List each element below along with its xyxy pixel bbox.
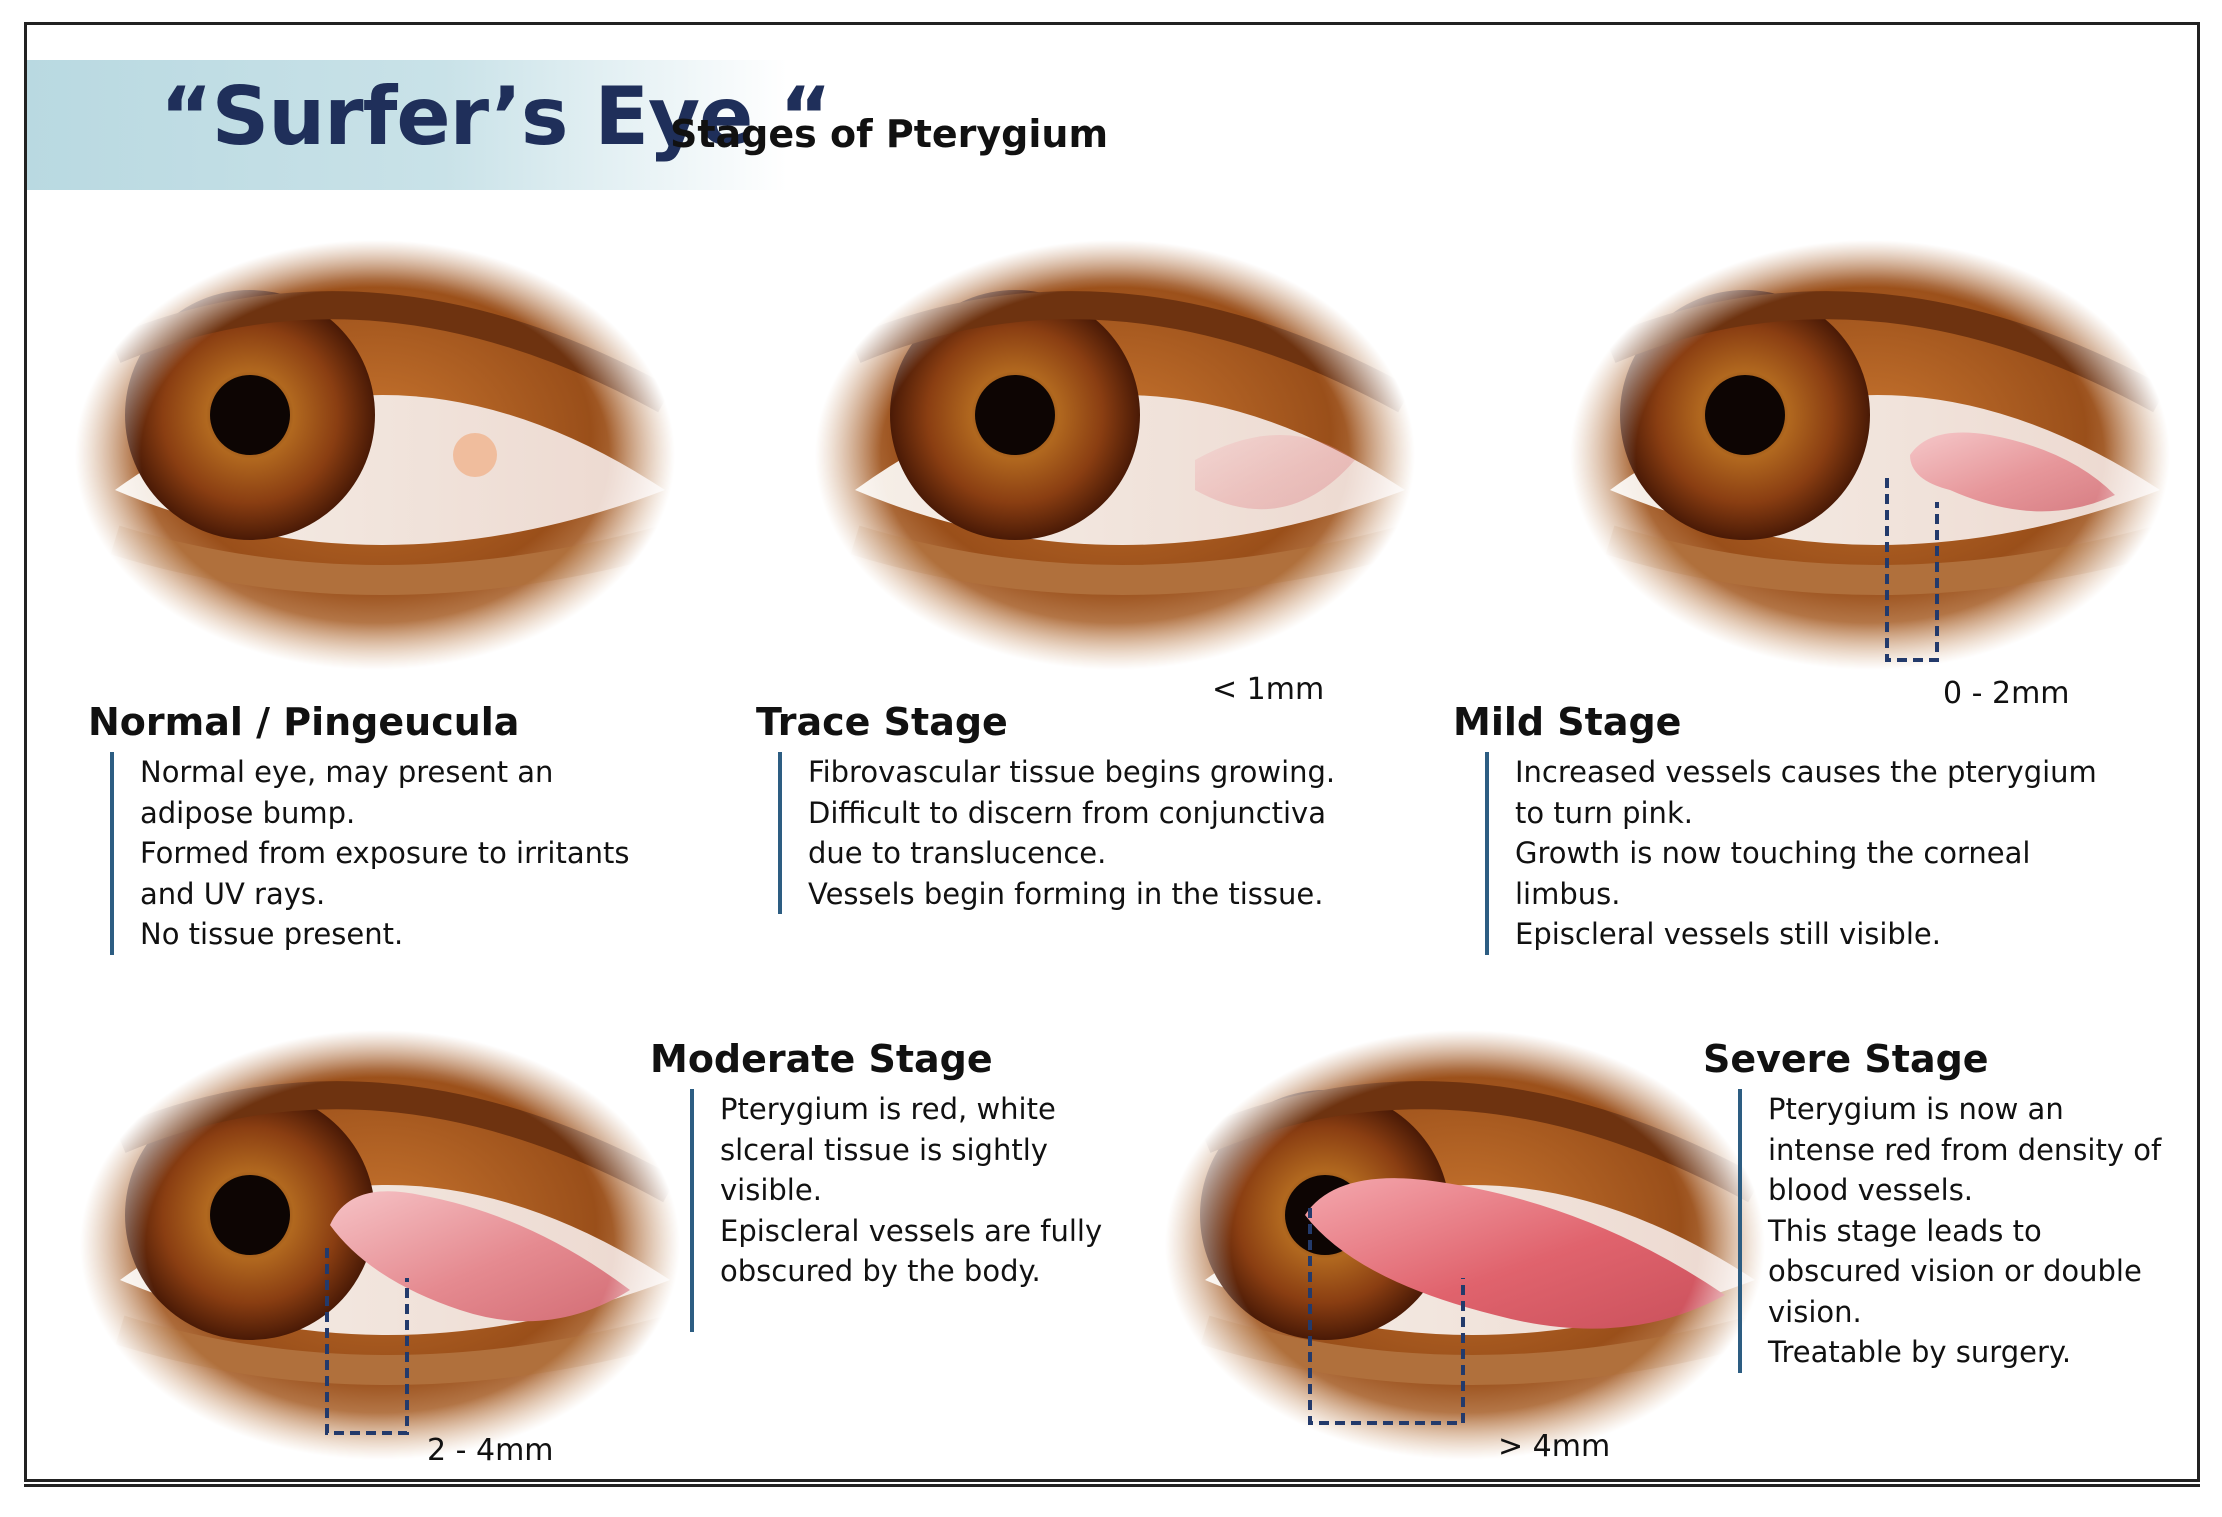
desc-line: limbus. [1515,876,1621,911]
desc-line: Vessels begin forming in the tissue. [808,876,1324,911]
measure-trace: < 1mm [1212,672,1325,707]
stage-title-moderate: Moderate Stage [650,1037,993,1081]
stage-description-mild: Increased vessels causes the pterygium t… [1485,752,2097,955]
measure-mild: 0 - 2mm [1943,676,2070,711]
title-banner [27,60,787,190]
desc-line: This stage leads to [1768,1213,2042,1248]
desc-line: blood vessels. [1768,1173,1974,1207]
stage-description-severe: Pterygium is now an intense red from den… [1738,1089,2161,1373]
desc-line: Difficult to discern from conjunctiva [808,795,1326,830]
desc-line: Episcleral vessels still visible. [1515,917,1941,951]
desc-line: intense red from density of [1768,1132,2162,1167]
desc-line: obscured vision or double [1768,1254,2142,1288]
desc-line: Pterygium is red, white [720,1092,1056,1126]
desc-line: Treatable by surgery. [1768,1335,2072,1369]
bottom-rule [24,1484,2200,1487]
stage-title-mild: Mild Stage [1453,700,1682,744]
stage-description-moderate: Pterygium is red, white slceral tissue i… [690,1089,1102,1332]
desc-line: No tissue present. [140,917,404,951]
poster-subtitle: Stages of Pterygium [670,112,1109,156]
desc-line: Normal eye, may present an [140,755,554,789]
desc-line: vision. [1768,1294,1862,1329]
eye-illustration-mild [1570,240,2170,670]
stage-title-severe: Severe Stage [1703,1037,1989,1081]
desc-line: and UV rays. [140,876,326,911]
eye-illustration-normal [75,240,675,670]
poster-frame [24,22,2200,1482]
desc-line: Episcleral vessels are fully [720,1213,1103,1248]
desc-line: Increased vessels causes the pterygium [1515,755,2097,789]
desc-line: Formed from exposure to irritants [140,836,630,870]
eye-illustration-severe [1165,1030,1765,1460]
desc-line: obscured by the body. [720,1254,1041,1288]
desc-line: due to translucence. [808,836,1107,870]
poster-title: “Surfer’s Eye “ [160,70,832,163]
desc-line: to turn pink. [1515,795,1693,830]
desc-line: slceral tissue is sightly [720,1132,1048,1167]
stage-title-normal: Normal / Pingeucula [88,700,520,744]
stage-description-normal: Normal eye, may present an adipose bump.… [110,752,630,955]
desc-line: Growth is now touching the corneal [1515,836,2031,870]
desc-line: Pterygium is now an [1768,1092,2064,1126]
stage-title-trace: Trace Stage [756,700,1008,744]
measure-moderate: 2 - 4mm [427,1433,554,1468]
desc-line: visible. [720,1173,822,1207]
measure-severe: > 4mm [1498,1429,1611,1464]
desc-line: Fibrovascular tissue begins growing. [808,755,1336,789]
eye-illustration-moderate [80,1030,680,1460]
desc-line: adipose bump. [140,795,356,830]
desc-line [720,1292,1102,1333]
eye-illustration-trace [815,240,1415,670]
stage-description-trace: Fibrovascular tissue begins growing. Dif… [778,752,1335,914]
